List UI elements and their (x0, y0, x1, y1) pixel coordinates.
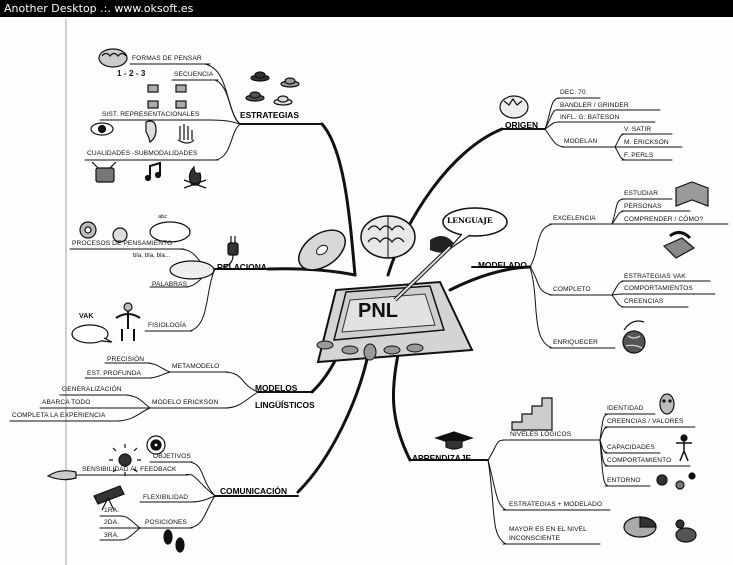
item-est-profunda: EST. PROFUNDA (87, 370, 142, 377)
item-personas: PERSONAS (624, 203, 662, 210)
ear-icon (145, 120, 157, 143)
item-m-erickson: M. ERICKSON (624, 139, 669, 146)
item-bandler-grinder: BANDLER / GRINDER (560, 102, 629, 109)
target-icon (146, 435, 166, 455)
item-1ra: 1RA. (104, 507, 120, 514)
speech-label: LENGUAJE (447, 216, 493, 225)
item-estrategias-vak: ESTRATEGIAS VAK (624, 273, 686, 280)
item-infl-bateson: INFL. G. BATESON (560, 114, 620, 121)
plug-icon (222, 236, 239, 268)
item-objetivos: OBJETIVOS (153, 453, 191, 460)
computer-icon (147, 84, 187, 109)
item-estrategias-modelado: ESTRATEGIAS + MODELADO (509, 501, 603, 508)
item-completo: COMPLETO (553, 286, 591, 293)
eye-icon (90, 122, 114, 136)
item-flexibilidad: FLEXIBILIDAD (143, 494, 189, 501)
egg-icon (499, 95, 529, 119)
item-posiciones: POSICIONES (145, 519, 188, 526)
phone-icon (662, 231, 696, 259)
item-precision: PRECISIÓN (107, 356, 145, 363)
cd-icon (298, 229, 346, 271)
window-title: Another Desktop .:. www.oksoft.es (4, 2, 194, 15)
tv-icon (91, 161, 117, 183)
item-comportamiento: COMPORTAMIENTO (607, 457, 672, 464)
telescope-icon (93, 485, 125, 511)
item-formas-de-pensar: FORMAS DE PENSAR (132, 55, 202, 62)
pda-icon (316, 245, 474, 364)
branch-modelos: MODELOS (255, 383, 298, 393)
branch-linguisticos: LINGÜÍSTICOS (255, 400, 315, 410)
item-sist-representacionales: SIST. REPRESENTACIONALES (102, 111, 200, 118)
item-niveles-logicos: NIVELES LÓGICOS (510, 431, 572, 438)
sleeping-icon (675, 519, 697, 543)
vak-bubble-text: VAK (79, 313, 94, 320)
item-estudiar: ESTUDIAR (624, 190, 659, 197)
speech-bubble-icon (169, 260, 215, 280)
vak-bubble (71, 324, 113, 344)
footprints-icon (163, 529, 185, 553)
item-palabras: PALABRAS (152, 281, 188, 288)
item-procesos-de-pensamiento: PROCESOS DE PENSAMIENTO (72, 240, 173, 247)
item-enriquecer: ENRIQUECER (553, 339, 598, 346)
item-completa-la-experiencia: COMPLETA LA EXPERIENCIA (12, 412, 106, 419)
item-dec-70: DEC. 70 (560, 89, 586, 96)
stairs-icon (511, 397, 553, 431)
globe-icon (622, 320, 646, 354)
item-f-perls: F. PERLS (624, 152, 654, 159)
book-icon (675, 181, 709, 207)
item-creencias-valores: CREENCIAS / VALORES (607, 418, 684, 425)
item-3ra: 3RA. (104, 532, 120, 539)
feedback-hand-icon (46, 470, 77, 481)
item-2da: 2DA. (104, 519, 120, 526)
branch-estrategias: ESTRATEGIAS (240, 110, 299, 120)
item-abarca-todo: ABARCA TODO (42, 399, 91, 406)
gears-icon (79, 221, 191, 243)
item-identidad: IDENTIDAD (607, 405, 644, 412)
hats-icon (245, 71, 300, 106)
item-capacidades: CAPACIDADES (607, 444, 655, 451)
item-fisiologia: FISIOLOGÍA (148, 322, 187, 329)
speech-bubble-icon (430, 207, 508, 253)
graduation-cap-icon (434, 431, 474, 450)
planets-icon (656, 472, 696, 490)
sun-icon (109, 444, 141, 476)
item-mayor-es: MAYOR ES EN EL NIVEL (509, 526, 587, 533)
item-sensibilidad-feedback: SENSIBILIDAD AL FEEDBACK (82, 466, 177, 473)
fire-icon (183, 165, 207, 189)
center-label: PNL (358, 300, 398, 322)
item-secuencia: SECUENCIA (174, 71, 214, 78)
brain-icon (98, 48, 128, 68)
item-generalizacion: GENERALIZACIÓN (62, 386, 122, 393)
window-title-bar: Another Desktop .:. www.oksoft.es (0, 0, 733, 17)
branch-comunicacion: COMUNICACIÓN (220, 486, 287, 496)
item-entorno: ENTORNO (607, 477, 641, 484)
dancer-icon (676, 434, 692, 462)
item-inconsciente: INCONSCIENTE (509, 535, 561, 542)
sequence-icon-text: 1 - 2 - 3 (117, 69, 146, 78)
item-metamodelo: METAMODELO (172, 363, 220, 370)
item-excelencia: EXCELENCIA (553, 215, 596, 222)
item-modelan: MODELAN (564, 138, 598, 145)
bla-text: bla, bla, bla... (133, 253, 171, 259)
hand-icon (177, 124, 195, 144)
mind-map-lines (9, 19, 729, 565)
brain-icon (360, 215, 416, 259)
branch-aprendizaje: APRENDIZAJE (412, 453, 472, 463)
abc-text: abc (158, 214, 168, 220)
face-icon (659, 393, 675, 415)
branch-origen: ORIGEN (505, 120, 539, 130)
item-creencias: CREENCIAS (624, 298, 664, 305)
pie-chart-icon (623, 516, 657, 538)
branch-relaciona: RELACIONA (217, 262, 267, 272)
item-comprender-como: COMPRENDER / CÓMO? (624, 216, 704, 223)
branch-modelado: MODELADO (478, 260, 527, 270)
bodybuilder-icon (115, 302, 141, 341)
music-notes-icon (144, 161, 162, 182)
item-modelo-erickson: MODELO ERICKSON (152, 399, 219, 406)
item-cualidades: CUALIDADES -SUBMODALIDADES (87, 150, 198, 157)
item-v-satir: V. SATIR (624, 126, 652, 133)
item-comportamientos: COMPORTAMIENTOS (624, 285, 693, 292)
mind-map-canvas: PNL LENGUAJE ESTRATEGIAS FORMAS DE PENSA… (0, 17, 733, 565)
